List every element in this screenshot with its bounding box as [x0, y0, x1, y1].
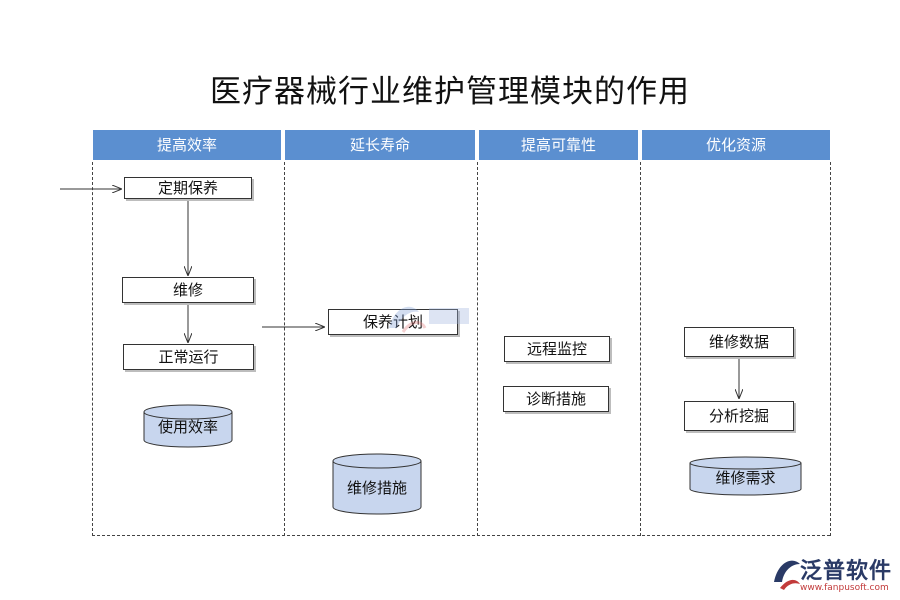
lane-border-bottom: [92, 535, 830, 536]
cylinder-icon: [332, 453, 422, 515]
lane-border-right: [830, 162, 831, 536]
lane-divider-2: [477, 162, 478, 536]
lane-border-left: [92, 162, 93, 536]
datastore-usage-efficiency: 使用效率: [143, 404, 233, 448]
column-header-lifespan: 延长寿命: [285, 130, 475, 160]
cylinder-icon: [689, 456, 802, 496]
datastore-repair-measures: 维修措施: [332, 453, 422, 515]
lane-divider-1: [284, 162, 285, 536]
watermark-logo-icon: [389, 306, 469, 333]
lane-divider-3: [640, 162, 641, 536]
node-remote-monitoring: 远程监控: [504, 336, 610, 362]
node-repair-data: 维修数据: [684, 327, 794, 357]
datastore-label: 使用效率: [157, 418, 218, 436]
node-repair: 维修: [122, 277, 254, 303]
cylinder-icon: [143, 404, 233, 448]
column-header-resources: 优化资源: [642, 130, 830, 160]
datastore-repair-demand: 维修需求: [689, 456, 802, 496]
brand-url: www.fanpusoft.com: [800, 583, 889, 593]
column-header-reliability: 提高可靠性: [479, 130, 638, 160]
node-diagnostic-measures: 诊断措施: [503, 386, 609, 412]
datastore-label: 维修措施: [346, 479, 407, 497]
node-analysis-mining: 分析挖掘: [684, 401, 794, 431]
node-regular-maintenance: 定期保养: [124, 177, 252, 199]
brand-logo-icon: [774, 560, 800, 590]
column-header-efficiency: 提高效率: [93, 130, 281, 160]
diagram-title: 医疗器械行业维护管理模块的作用: [210, 74, 690, 110]
datastore-label: 维修需求: [715, 469, 776, 487]
node-normal-operation: 正常运行: [123, 344, 254, 370]
node-maintenance-plan: 保养计划: [328, 309, 458, 335]
brand-name: 泛普软件: [800, 559, 893, 584]
